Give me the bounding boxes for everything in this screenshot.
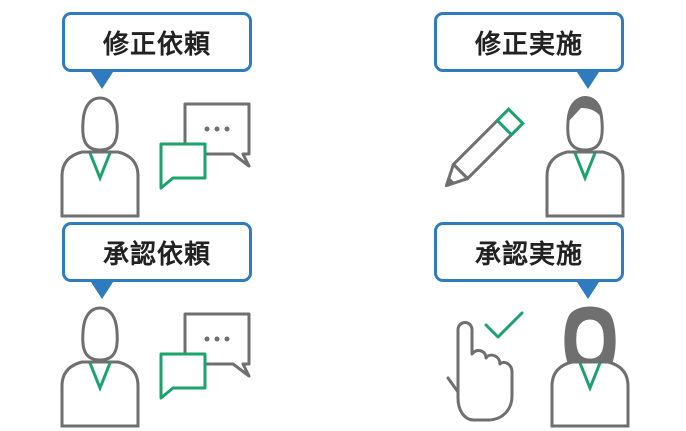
callout-label: 修正実施 bbox=[474, 29, 583, 60]
person-approver-icon bbox=[550, 305, 630, 428]
tap-hand-icon bbox=[446, 321, 514, 422]
callout-modification-request: 修正依頼 bbox=[62, 12, 252, 89]
chat-bubbles-icon bbox=[159, 102, 251, 190]
callout-pointer bbox=[89, 279, 115, 299]
person-worker-icon bbox=[545, 94, 625, 218]
callout-pointer bbox=[89, 69, 115, 89]
callout-pointer bbox=[575, 279, 601, 299]
pencil-icon bbox=[444, 107, 525, 188]
callout-pointer bbox=[575, 69, 601, 89]
check-icon bbox=[484, 311, 524, 339]
callout-approval-done: 承認実施 bbox=[434, 222, 624, 299]
callout-modification-done: 修正実施 bbox=[434, 12, 624, 89]
person-requester-icon bbox=[60, 306, 140, 428]
callout-label: 修正依頼 bbox=[102, 29, 211, 60]
callout-label: 承認実施 bbox=[474, 239, 583, 270]
callout-label: 承認依頼 bbox=[102, 239, 211, 270]
chat-bubbles-icon bbox=[159, 312, 251, 400]
person-requester-icon bbox=[60, 96, 140, 218]
callout-approval-request: 承認依頼 bbox=[62, 222, 252, 299]
